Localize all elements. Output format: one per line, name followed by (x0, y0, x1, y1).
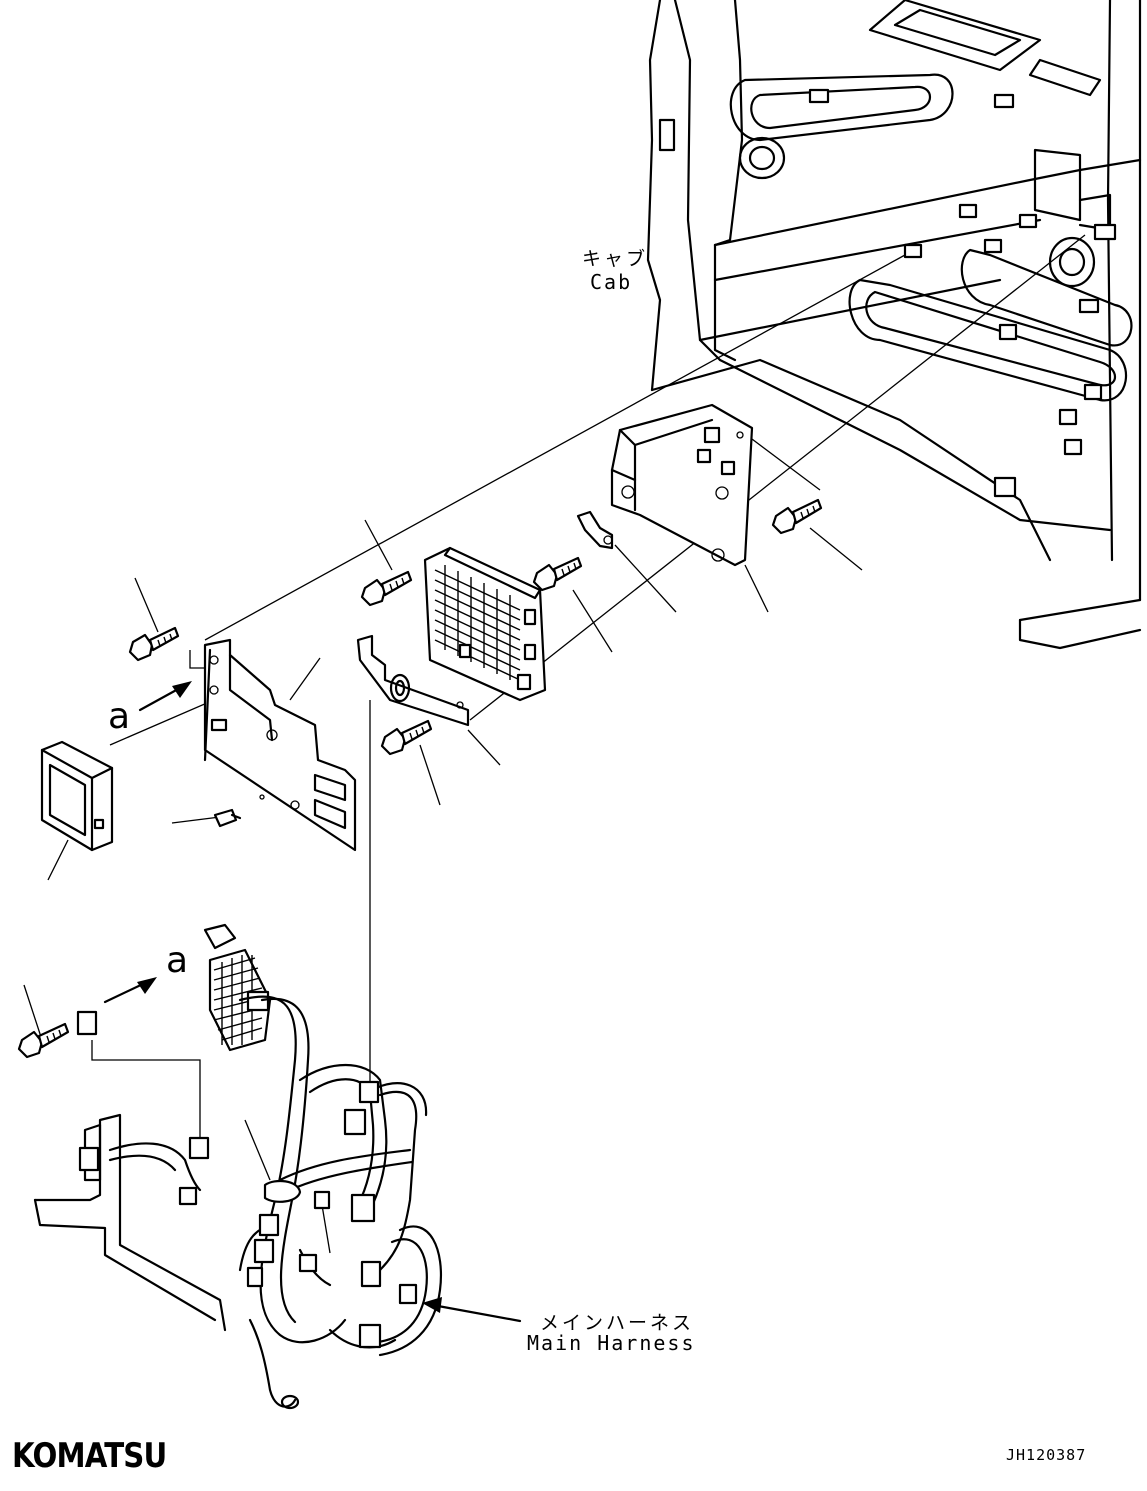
controller-box (40, 740, 114, 852)
assembly-lines (91, 234, 1086, 1140)
reference-label-a-upper: a (108, 696, 131, 737)
leader-lines (23, 519, 863, 1254)
clip (213, 808, 242, 828)
main-harness-label-english: Main Harness (527, 1331, 696, 1355)
bolt-5 (380, 719, 433, 756)
center-controller (423, 546, 547, 702)
cab-label-japanese: キャブ (582, 248, 649, 270)
left-bracket-plate (203, 638, 357, 852)
main-harness-label-japanese: メインハーネス (540, 1312, 695, 1334)
small-bracket (576, 510, 614, 550)
reference-label-a-lower: a (166, 940, 189, 981)
right-bracket (610, 403, 754, 567)
komatsu-logo: KOMATSU (12, 1436, 167, 1476)
middle-plate (356, 634, 470, 727)
bolt-3 (532, 556, 583, 592)
bolt-2 (360, 570, 413, 607)
bolt-6 (17, 1022, 70, 1059)
cab-label-english: Cab (590, 270, 633, 294)
cab-structure (646, 0, 1142, 650)
main-harness (33, 923, 442, 1410)
bolts (17, 498, 823, 1059)
bolt-1 (128, 626, 180, 662)
bolt-4 (771, 498, 823, 535)
drawing-code: JH120387 (1006, 1446, 1087, 1464)
